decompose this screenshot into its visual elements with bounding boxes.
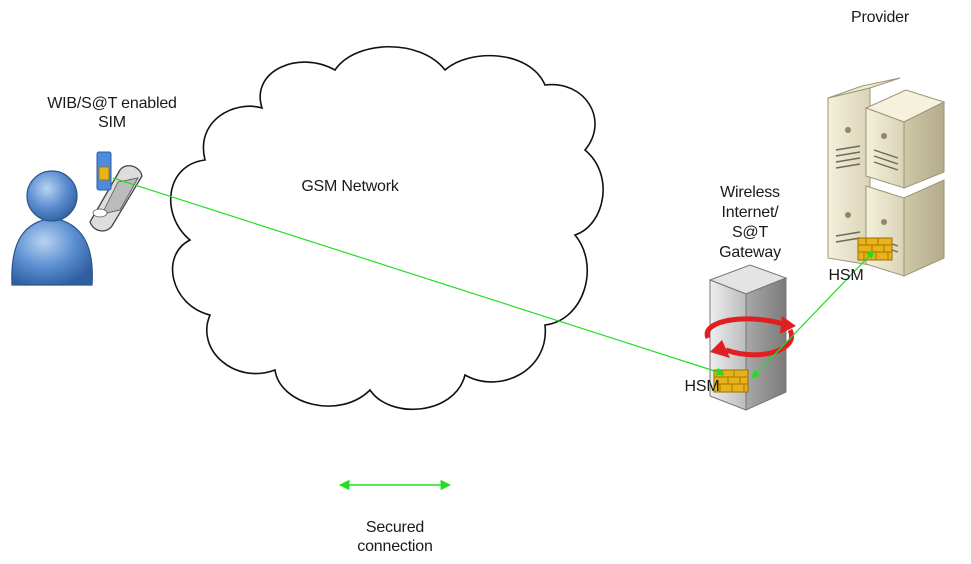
provider-label: Provider: [851, 9, 909, 26]
sim-label-line2: SIM: [98, 114, 126, 131]
gateway-label-line4: Gateway: [719, 244, 781, 261]
phone-icon: [89, 165, 143, 232]
sim-label: WIB/S@T enabled SIM: [12, 94, 212, 132]
hsm-provider-label: HSM: [828, 267, 864, 284]
gateway-label: Wireless Internet/ S@T Gateway: [695, 183, 805, 263]
gateway-label-line2: Internet/: [721, 204, 779, 221]
gsm-network-label: GSM Network: [301, 178, 399, 195]
user-icon: [11, 170, 93, 286]
legend-label: Secured connection: [330, 518, 460, 556]
secured-link-sim-gateway: [112, 177, 725, 376]
hsm-gateway-label: HSM: [684, 378, 720, 395]
gateway-label-line1: Wireless: [720, 184, 780, 201]
legend-label-line2: connection: [357, 538, 433, 555]
hsm-icon: [857, 237, 893, 261]
sim-card-icon: [96, 151, 112, 191]
gateway-label-line3: S@T: [731, 224, 769, 241]
secured-link-gateway-provider: [751, 250, 875, 379]
server-stack-icon: [827, 77, 946, 277]
cloud-icon: [169, 45, 604, 411]
sim-label-line1: WIB/S@T enabled: [47, 95, 177, 112]
legend-label-line1: Secured: [365, 519, 425, 536]
